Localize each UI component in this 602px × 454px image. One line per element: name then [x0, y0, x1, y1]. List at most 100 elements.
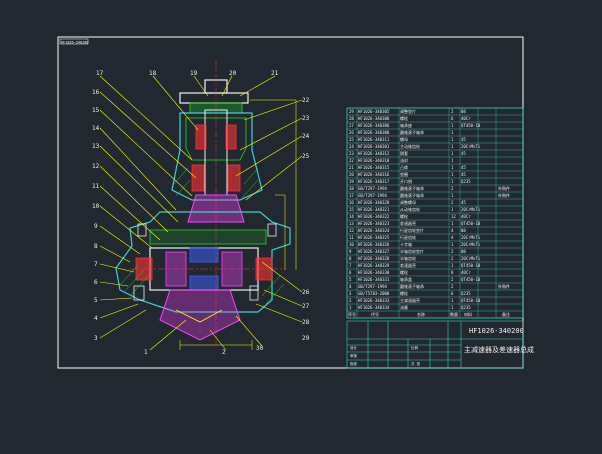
- bom-cell-name: 轴承座: [400, 122, 412, 128]
- bom-cell-no: 5: [349, 277, 352, 282]
- bom-cell-no: 15: [349, 207, 354, 212]
- bom-cell-no: 19: [349, 179, 354, 184]
- oil-seal: [189, 102, 243, 114]
- bom-cell-no: 25: [349, 137, 354, 142]
- bom-cell-qty: 1: [451, 305, 454, 310]
- bom-cell-qty: 2: [451, 109, 454, 114]
- corner-tag: HF1026-340200: [61, 41, 88, 45]
- bom-cell-code: HF1026-340327: [358, 249, 390, 254]
- bom-cell-mat: QT450-10: [461, 221, 481, 226]
- bom-cell-name: 主减速器壳: [400, 297, 420, 303]
- balloon-3: 3: [94, 335, 98, 342]
- title-sheets: 共 张: [411, 361, 421, 366]
- bom-cell-qty: 1: [451, 172, 454, 177]
- balloon-28: 28: [302, 319, 310, 326]
- bom-cell-mat: QT450-10: [461, 123, 481, 128]
- bom-cell-no: 22: [349, 158, 354, 163]
- bom-cell-code: HF1026-340300: [358, 130, 390, 135]
- bom-cell-name: 调整螺母: [400, 199, 416, 205]
- balloon-10: 10: [92, 203, 100, 210]
- bom-cell-mat: 40Cr: [461, 116, 471, 121]
- balloon-12: 12: [92, 163, 100, 170]
- bom-cell-note: 外购件: [498, 283, 510, 289]
- bom-header-note: 备注: [502, 311, 510, 317]
- bom-cell-no: 17: [349, 193, 354, 198]
- bom-header-code: 代号: [371, 311, 379, 317]
- bom-cell-note: 外购件: [498, 192, 510, 198]
- bom-cell-name: 螺栓: [400, 290, 408, 296]
- bom-cell-code: HF1026-340311: [358, 137, 390, 142]
- bom-cell-qty: 1: [451, 242, 454, 247]
- bom-cell-mat: 45: [461, 200, 466, 205]
- bom-cell-mat: 45: [461, 172, 466, 177]
- ring-gear: [159, 289, 241, 341]
- balloon-13: 13: [92, 143, 100, 150]
- bom-cell-name: 从动锥齿轮: [400, 206, 420, 212]
- bom-cell-code: HF1026-340325: [358, 235, 390, 240]
- bom-cell-mat: 40Cr: [461, 270, 471, 275]
- bom-cell-mat: QT450-10: [461, 263, 481, 268]
- balloon-16: 16: [92, 89, 100, 96]
- bom-cell-no: 28: [349, 116, 354, 121]
- drawing-title: 主减速器及差速器总成: [464, 345, 534, 354]
- bom-cell-name: 油塞: [400, 304, 408, 310]
- bom-cell-code: HF1026-340301: [358, 144, 390, 149]
- bom-cell-mat: 08: [461, 109, 466, 114]
- bom-cell-qty: 1: [451, 207, 454, 212]
- title-approve: 批准: [350, 361, 358, 366]
- pinion-gear: [187, 194, 245, 223]
- bom-cell-code: HF1026-340334: [358, 305, 390, 310]
- bom-cell-qty: 6: [451, 116, 454, 121]
- bom-cell-no: 14: [349, 214, 354, 219]
- bom-cell-no: 7: [349, 263, 352, 268]
- bom-cell-code: HF1026-340305: [358, 109, 390, 114]
- ring-gear-teeth: [175, 309, 223, 323]
- bom-cell-name: 螺栓: [400, 269, 408, 275]
- bom-cell-qty: 1: [451, 137, 454, 142]
- bom-cell-name: 圆锥滚子轴承: [400, 129, 424, 135]
- bom-cell-mat: 20CrMnTi: [461, 256, 481, 261]
- bom-cell-no: 4: [349, 284, 352, 289]
- diff-bearing-right: [255, 257, 273, 281]
- bom-cell-name: 轴承盖: [400, 276, 412, 282]
- bom-cell-no: 20: [349, 172, 354, 177]
- bearing-lower-right: [227, 164, 241, 192]
- bom-cell-code: HF1026-340308: [358, 116, 390, 121]
- bom-cell-mat: 45: [461, 151, 466, 156]
- balloon-2: 2: [222, 349, 226, 356]
- bom-cell-code: HF1026-340328: [358, 256, 390, 261]
- bom-cell-code: GB/T297-1994: [358, 193, 387, 198]
- bom-cell-mat: Q235: [461, 291, 471, 296]
- title-block: [346, 320, 524, 369]
- bom-cell-name: 主动锥齿轮: [400, 143, 420, 149]
- drawing-number: HF1026-340200: [469, 327, 524, 335]
- bom-cell-code: HF1026-340323: [358, 221, 390, 226]
- bom-cell-code: GB/T297-1994: [358, 284, 387, 289]
- bom-header-no: 序号: [348, 311, 356, 317]
- bom-cell-name: 行星齿轮垫片: [400, 227, 424, 233]
- bom-cell-mat: Q235: [461, 305, 471, 310]
- bom-cell-mat: 08: [461, 228, 466, 233]
- bom-cell-name: 螺母: [400, 136, 408, 142]
- bom-cell-code: HF1026-340310: [358, 158, 390, 163]
- bom-cell-code: HF1026-340306: [358, 123, 390, 128]
- bom-cell-qty: 1: [451, 165, 454, 170]
- bom-cell-qty: 1: [451, 193, 454, 198]
- bom-cell-name: 差速器壳: [400, 220, 416, 226]
- balloon-23: 23: [302, 115, 310, 122]
- bom-cell-name: 圆锥滚子轴承: [400, 185, 424, 191]
- balloon-20: 20: [229, 70, 237, 77]
- bom-cell-name: 半轴齿轮垫片: [400, 248, 424, 254]
- bearing-upper-left: [195, 124, 207, 150]
- bom-cell-code: HF1026-340321: [358, 207, 390, 212]
- bom-header-name: 名称: [417, 311, 425, 317]
- bom-cell-qty: 1: [451, 263, 454, 268]
- balloon-8: 8: [94, 243, 98, 250]
- balloon-15: 15: [92, 107, 100, 114]
- bom-cell-no: 10: [349, 242, 354, 247]
- bom-cell-code: HF1026-340324: [358, 228, 390, 233]
- bom-cell-name: 螺栓: [400, 213, 408, 219]
- title-design: 设计: [350, 345, 358, 350]
- pinion-housing: [171, 112, 263, 201]
